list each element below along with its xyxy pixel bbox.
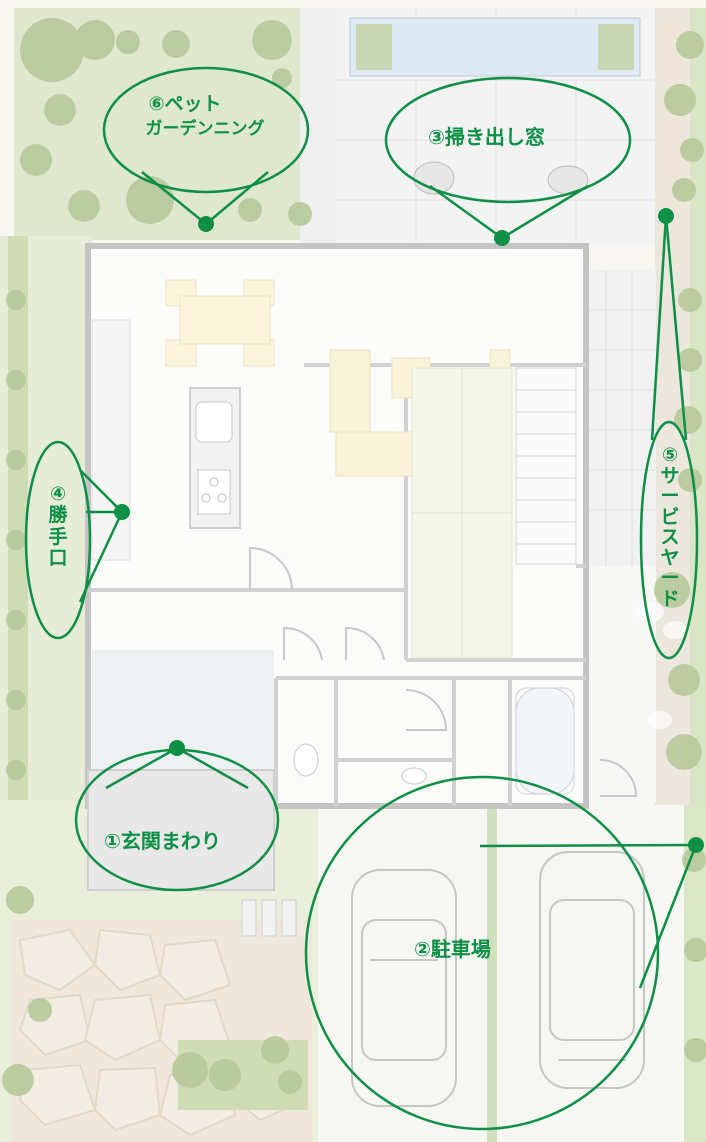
back-door-label: ④ 勝 手 口 (44, 483, 72, 569)
entrance-porch (87, 769, 275, 891)
service-yard-label-char: ー (660, 485, 680, 508)
back-door-label-char: 口 (48, 546, 68, 569)
service-yard-marker-dot (658, 208, 674, 224)
back-door-label-char: 勝 (48, 504, 68, 527)
service-yard-callout-oval (639, 420, 699, 660)
entrance-label: ①玄関まわり (104, 829, 221, 853)
window-marker-dot (494, 230, 510, 246)
service-yard-label-char: ⑤ (661, 444, 679, 466)
service-yard-label-char: ー (660, 567, 680, 590)
window-label: ③掃き出し窓 (428, 125, 545, 149)
parking-callout-circle (304, 775, 660, 1131)
service-yard-label-char: ス (660, 526, 680, 549)
service-yard-label-char: ビ (660, 505, 680, 528)
parked-car-left (351, 869, 457, 1107)
back-door-callout-oval (24, 440, 92, 640)
service-yard-label-char: サ (660, 464, 680, 487)
back-door-label-char: ④ (49, 483, 67, 505)
service-yard-label: ⑤ サ ー ビ ス ヤ ー ド (656, 445, 684, 609)
pet-garden-callout-oval (102, 66, 310, 194)
pet-garden-label: ⑥ペット ガーデンニング (130, 92, 280, 141)
pet-garden-label-line1: ⑥ペット (148, 93, 222, 115)
back-door-label-char: 手 (48, 525, 68, 548)
entrance-marker-dot (169, 740, 185, 756)
service-yard-label-char: ヤ (660, 546, 680, 569)
service-yard-label-char: ド (660, 587, 680, 610)
parking-label: ②駐車場 (414, 937, 491, 961)
pet-garden-label-line2: ガーデンニング (145, 118, 265, 139)
pet-garden-marker-dot (198, 216, 214, 232)
parked-car-right (539, 851, 645, 1089)
window-callout-oval (384, 76, 632, 204)
back-door-marker-dot (114, 504, 130, 520)
parking-marker-dot (688, 837, 704, 853)
